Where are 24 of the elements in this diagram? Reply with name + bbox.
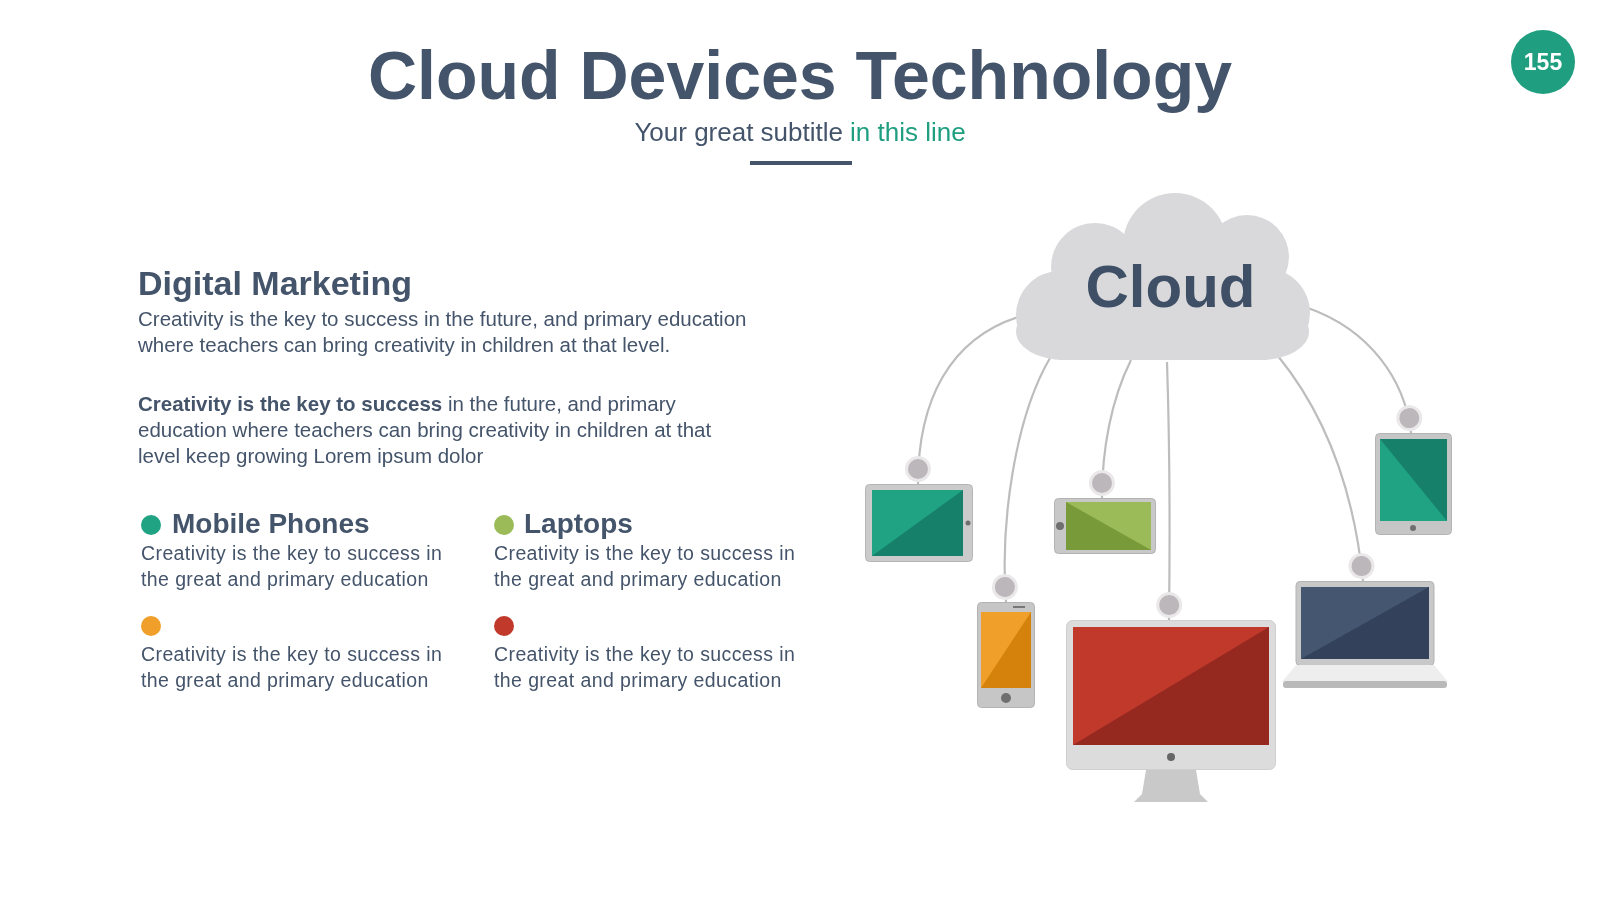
- connector-line: [1277, 355, 1375, 582]
- monitor-drawing: [1066, 620, 1276, 802]
- connector-line: [1156, 361, 1183, 620]
- item-description: Creativity is the key to success in the great and primary education: [494, 642, 797, 693]
- item-description: Creativity is the key to success in the great and primary education: [494, 541, 797, 592]
- item-description: Creativity is the key to success in the great and primary education: [141, 541, 444, 592]
- item-heading: Laptops: [524, 507, 633, 541]
- item-description: Creativity is the key to success in the great and primary education: [141, 642, 444, 693]
- page-number-badge: 155: [1511, 30, 1575, 94]
- tablet-drawing: [1375, 433, 1452, 535]
- tablet-drawing: [865, 484, 973, 562]
- connector-line: [992, 357, 1051, 603]
- paragraph: Creativity is the key to success in the future, and primary education where teachers can bring creativity in children at that level.: [138, 306, 748, 358]
- item-heading: Mobile Phones: [172, 507, 370, 541]
- section-heading: Digital Marketing: [138, 263, 412, 304]
- smartphone-drawing: [977, 602, 1035, 708]
- laptop-drawing: [1282, 581, 1448, 689]
- subtitle-text: Your great subtitle: [634, 116, 843, 149]
- smartphone-drawing: [1054, 498, 1156, 554]
- cloud-label: Cloud: [1085, 255, 1256, 319]
- slide-title: Cloud Devices Technology: [368, 36, 1232, 115]
- connector-line: [1089, 359, 1132, 498]
- paragraph: Creativity is the key to success in the future, and primary education where teachers can bring creativity in children at that level keep growing Lorem ipsum dolor: [138, 391, 713, 469]
- subtitle-highlight: in this line: [850, 116, 966, 149]
